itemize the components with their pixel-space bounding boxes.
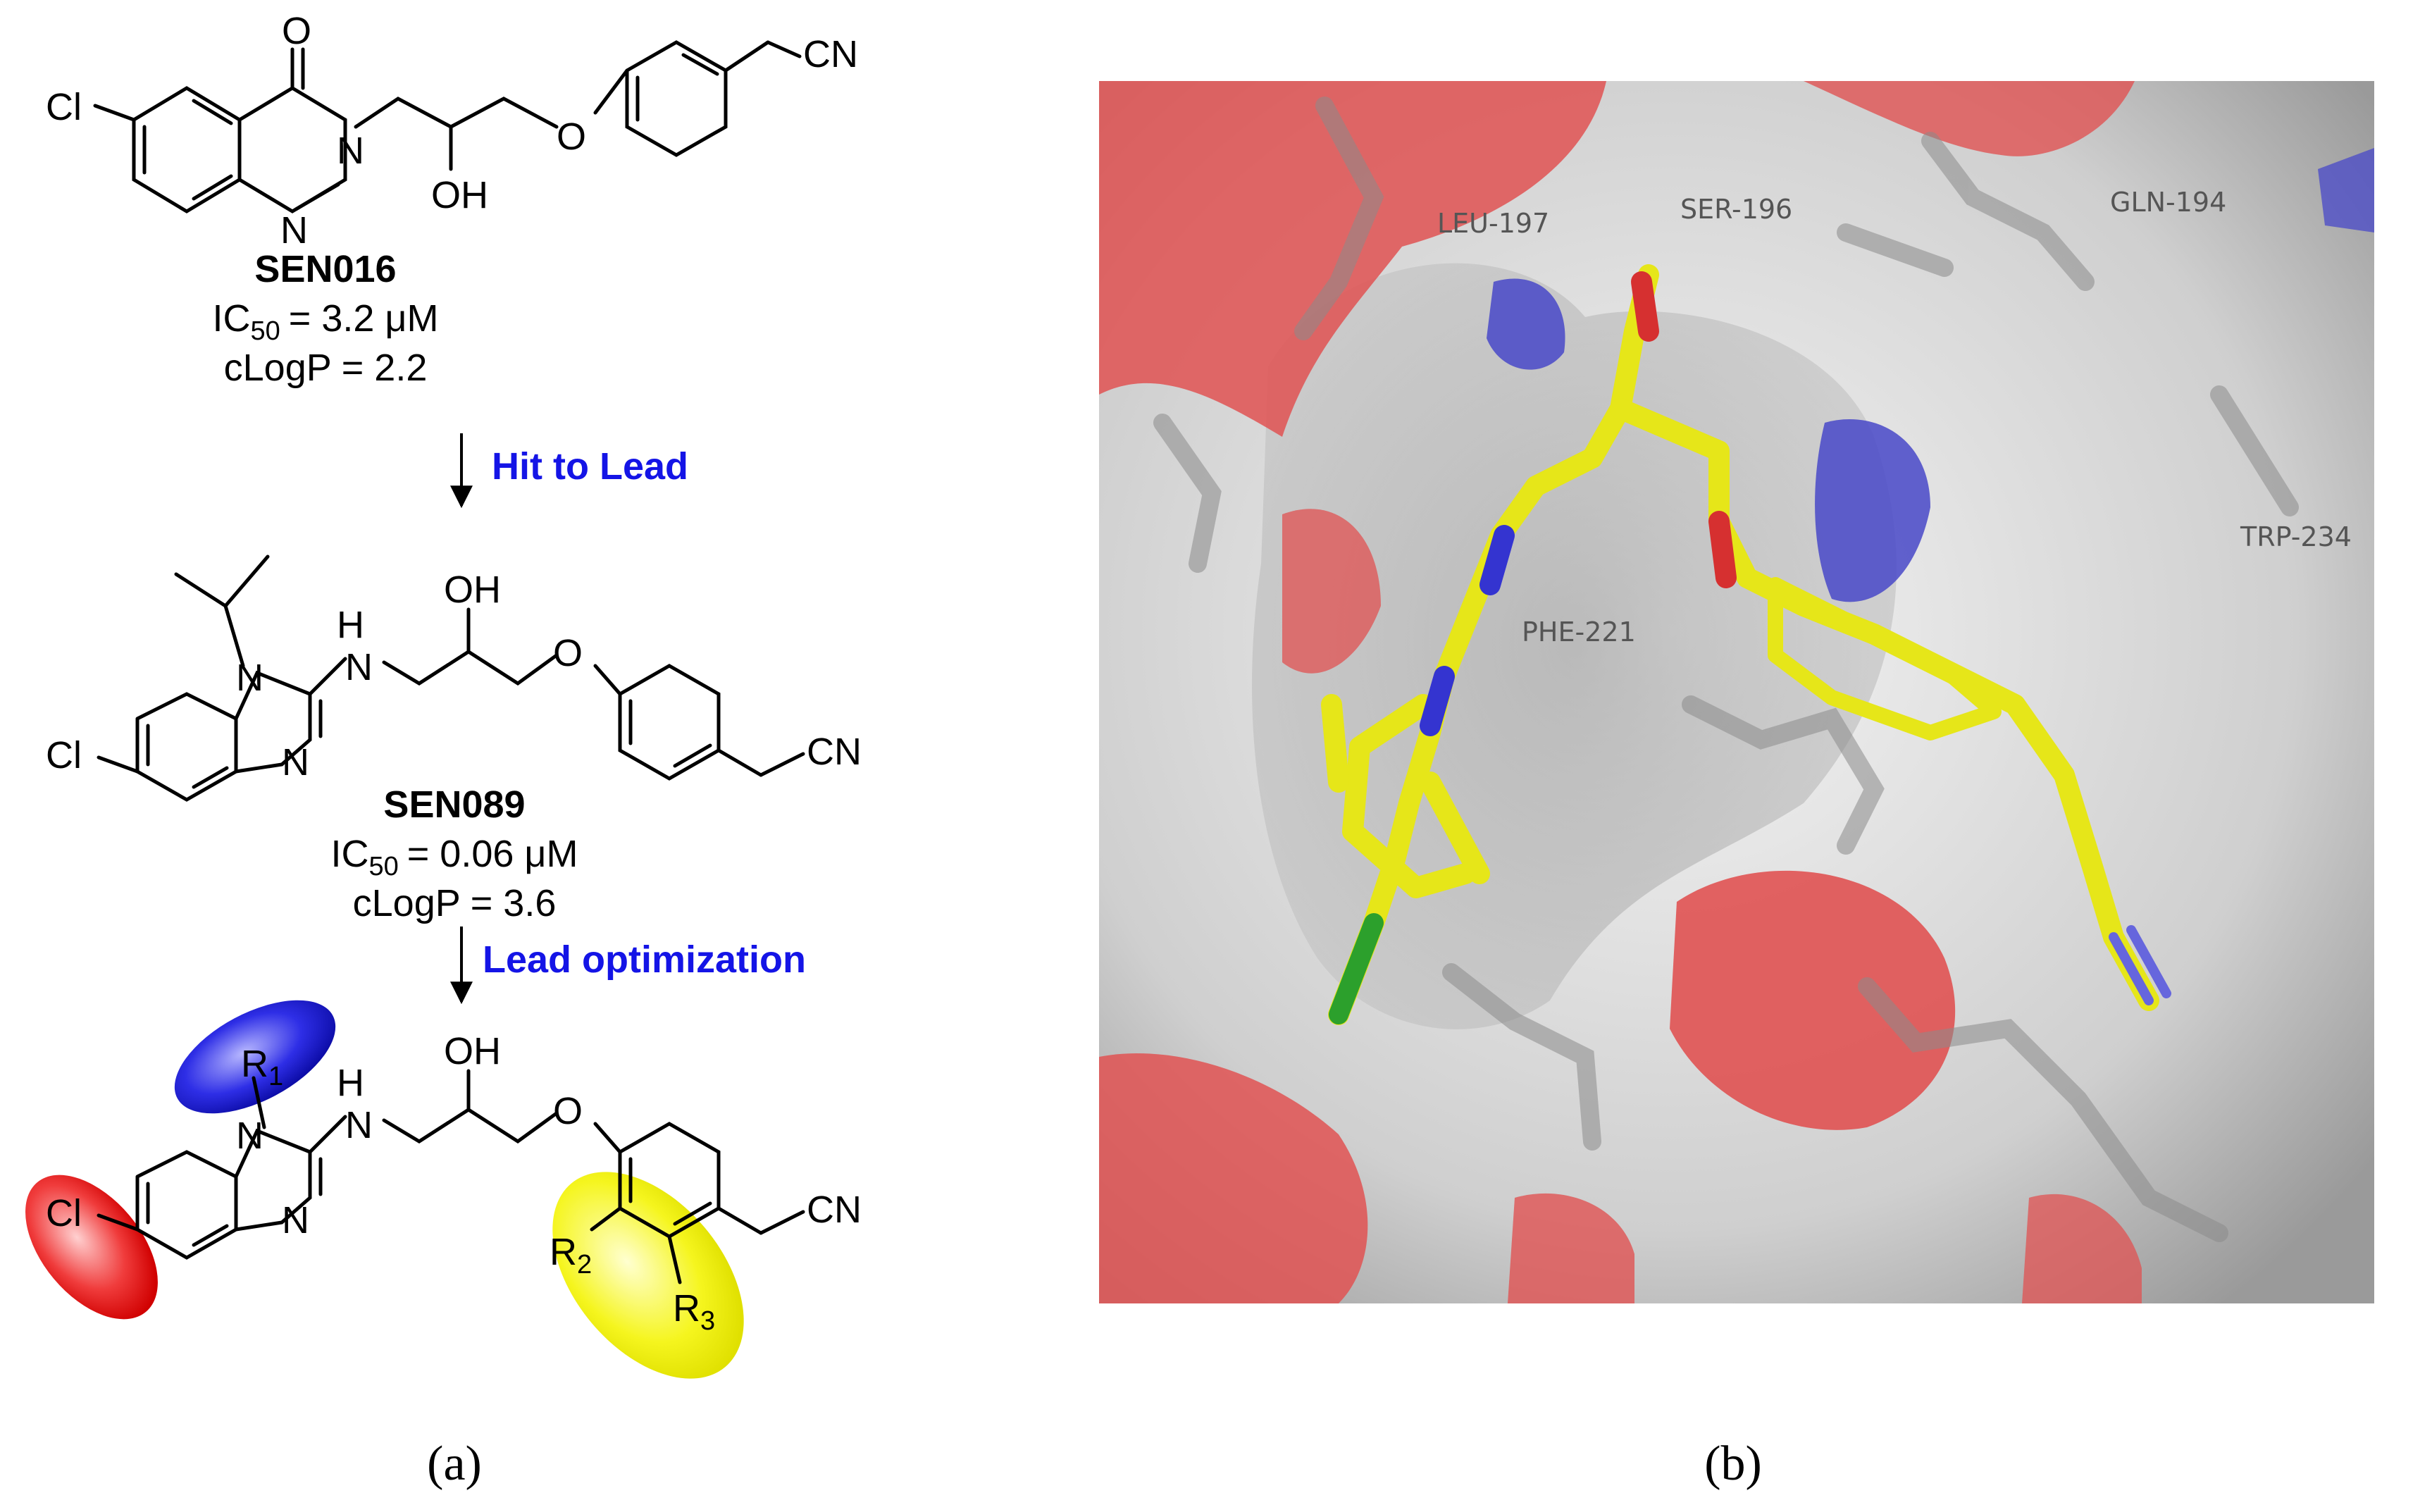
sen016-structure <box>93 40 802 213</box>
r1-letter: R <box>241 1043 268 1085</box>
r1-highlight-blue <box>174 1000 336 1114</box>
sen016-cl-atom: Cl <box>46 86 82 128</box>
sen089-ether-o-atom: O <box>553 632 583 674</box>
oxygen-surface-patch <box>1282 509 1381 674</box>
sen089-clogp: cLogP = 3.6 <box>353 882 557 924</box>
lead-optimization-label: Lead optimization <box>483 938 806 981</box>
panel-b-label: (b) <box>1704 1437 1762 1491</box>
residue-label-trp-234: TRP-234 <box>2240 521 2352 552</box>
oxygen-surface-patch <box>2022 1194 2142 1303</box>
sen016-oh-group: OH <box>431 174 488 216</box>
ligand-sticks <box>1321 264 2171 1025</box>
oxygen-surface-patch <box>1804 81 2135 156</box>
sen016-ether-o-atom: O <box>557 116 586 158</box>
cl-highlight-red <box>25 1175 158 1320</box>
nitrogen-surface-patch <box>2318 148 2374 233</box>
panel-a-label: (a) <box>427 1437 482 1491</box>
scaffold-structure <box>97 1069 805 1284</box>
r3-subscript: 3 <box>700 1306 715 1336</box>
sen089-n3-atom: N <box>282 741 309 783</box>
ic50-subscript: 50 <box>368 852 398 881</box>
residue-label-leu-197: LEU-197 <box>1437 208 1549 239</box>
sen016-cn-group: CN <box>803 33 858 75</box>
sen016-ic50-value: = 3.2 μM <box>289 297 439 340</box>
sen016-ic50: IC50 = 3.2 μM <box>213 297 439 346</box>
ic50-subscript: 50 <box>251 316 280 346</box>
ic50-prefix: IC <box>330 833 368 875</box>
scaffold-r2-atom: R2 <box>550 1231 592 1279</box>
scaffold-nh-atom: N <box>345 1104 373 1146</box>
r1-subscript: 1 <box>268 1062 283 1091</box>
oxygen-surface-patch <box>1508 1193 1634 1303</box>
scaffold-ether-o-atom: O <box>553 1090 583 1132</box>
hit-to-lead-label: Hit to Lead <box>492 445 688 488</box>
r2-letter: R <box>550 1231 577 1273</box>
binding-pocket <box>1251 263 1897 1029</box>
scaffold-cl-atom: Cl <box>46 1192 82 1234</box>
oxygen-surface-patch <box>1670 870 1956 1130</box>
sen089-h-atom: H <box>337 604 364 646</box>
sen016-n3-atom: N <box>337 130 364 172</box>
residue-label-ser-196: SER-196 <box>1680 194 1792 225</box>
sen089-cn-group: CN <box>807 731 862 773</box>
sen089-n1-atom: N <box>236 657 263 699</box>
r2-subscript: 2 <box>577 1250 592 1279</box>
scaffold-n1-atom: N <box>236 1115 263 1157</box>
residue-sticks <box>1153 97 2299 1242</box>
scaffold-r3-atom: R3 <box>673 1287 715 1336</box>
panel-a-scheme: Cl O N N OH O CN SEN016 IC50= 3.2 μM cLo… <box>25 10 862 1491</box>
sen089-name: SEN089 <box>383 783 525 826</box>
scaffold-h-atom: H <box>337 1062 364 1104</box>
residue-label-phe-221: PHE-221 <box>1522 616 1636 647</box>
scaffold-oh-group: OH <box>444 1030 501 1072</box>
sen089-cl-atom: Cl <box>46 734 82 776</box>
nitrogen-surface-patch <box>1487 278 1565 370</box>
sen016-name: SEN016 <box>254 248 396 290</box>
sen089-nh-atom: N <box>345 646 373 688</box>
sen016-n1-atom: N <box>280 209 308 252</box>
scaffold-n3-atom: N <box>282 1199 309 1241</box>
sen089-structure <box>97 554 805 802</box>
sen089-ic50-value: = 0.06 μM <box>407 833 578 875</box>
residue-label-gln-194: GLN-194 <box>2110 187 2226 218</box>
sen016-carbonyl-o-atom: O <box>282 10 311 52</box>
ic50-prefix: IC <box>213 297 251 340</box>
oxygen-surface-patch <box>1099 1053 1368 1303</box>
r2-r3-highlight-yellow <box>552 1172 744 1379</box>
panel-b-docking-image: LEU-197 SER-196 GLN-194 TRP-234 PHE-221 … <box>1099 81 2374 1491</box>
r3-letter: R <box>673 1287 700 1330</box>
sen016-clogp: cLogP = 2.2 <box>224 347 428 389</box>
sen089-oh-group: OH <box>444 569 501 611</box>
nitrogen-surface-patch <box>1815 419 1930 602</box>
scaffold-r1-atom: R1 <box>241 1043 283 1091</box>
sen089-ic50: IC50 = 0.06 μM <box>330 833 578 881</box>
scaffold-cn-group: CN <box>807 1189 862 1231</box>
